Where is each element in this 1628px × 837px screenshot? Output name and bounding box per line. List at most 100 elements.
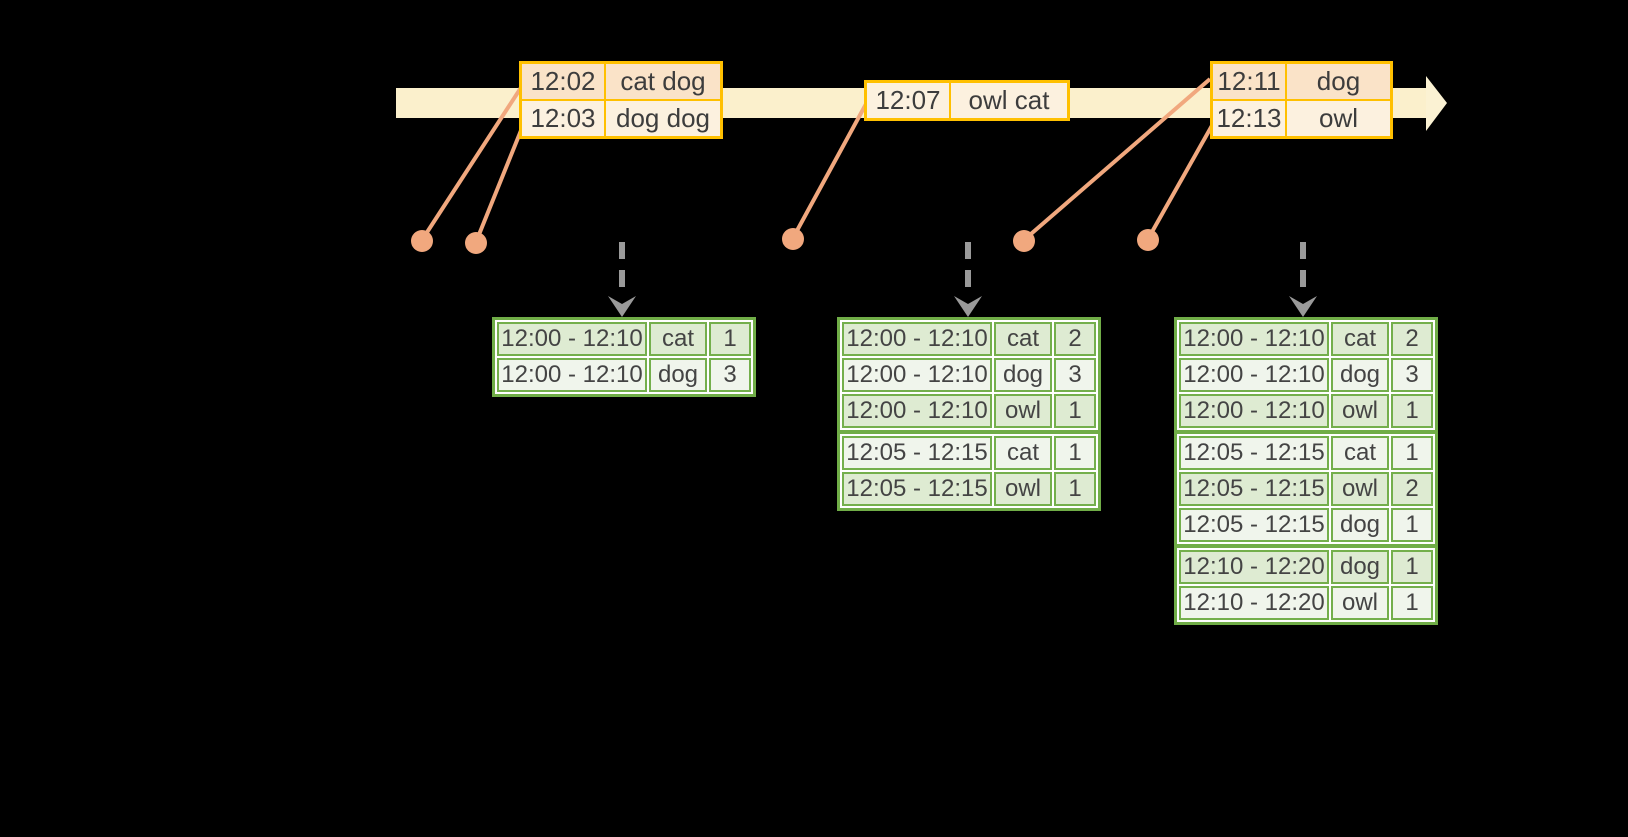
window-cell: 12:05 - 12:15 [842, 436, 992, 470]
trigger-arrowhead-icon [1289, 296, 1317, 317]
window-cell: 12:00 - 12:10 [1179, 394, 1329, 428]
table-row: 12:05 - 12:15 cat 1 [842, 436, 1096, 470]
table-row: 12:00 - 12:10 owl 1 [842, 394, 1096, 428]
count-cell: 3 [709, 358, 751, 392]
input-table-3: 12:11 dog 12:13 owl [1210, 61, 1393, 139]
event-time: 12:07 [865, 81, 951, 120]
window-cell: 12:00 - 12:10 [1179, 358, 1329, 392]
table-row: 12:02 cat dog [520, 62, 722, 101]
connector-line [791, 103, 868, 239]
table-row: 12:13 owl [1211, 99, 1392, 138]
event-words: dog [1285, 62, 1392, 101]
word-cell: cat [1331, 322, 1389, 356]
event-dot [1013, 230, 1035, 252]
count-cell: 1 [1054, 472, 1096, 506]
table-row: 12:11 dog [1211, 62, 1392, 101]
word-cell: owl [1331, 586, 1389, 620]
count-cell: 1 [1391, 550, 1433, 584]
window-cell: 12:10 - 12:20 [1179, 550, 1329, 584]
event-time: 12:13 [1211, 99, 1287, 138]
table-row: 12:00 - 12:10 dog 3 [842, 358, 1096, 392]
event-dot [411, 230, 433, 252]
trigger-arrowheads [608, 296, 1317, 317]
table-row: 12:10 - 12:20 dog 1 [1179, 550, 1433, 584]
event-words: owl cat [949, 81, 1069, 120]
result-table-3: 12:00 - 12:10 cat 2 12:00 - 12:10 dog 3 … [1174, 317, 1438, 625]
window-cell: 12:05 - 12:15 [1179, 472, 1329, 506]
count-cell: 1 [1054, 436, 1096, 470]
table-row: 12:03 dog dog [520, 99, 722, 138]
table-row: 12:05 - 12:15 dog 1 [1179, 508, 1433, 542]
table-row: 12:00 - 12:10 dog 3 [1179, 358, 1433, 392]
window-group-separator [840, 430, 1098, 434]
word-cell: cat [994, 322, 1052, 356]
table-row: 12:05 - 12:15 cat 1 [1179, 436, 1433, 470]
event-time: 12:11 [1211, 62, 1287, 101]
count-cell: 1 [1391, 436, 1433, 470]
window-cell: 12:00 - 12:10 [497, 358, 647, 392]
table-row: 12:00 - 12:10 cat 1 [497, 322, 751, 356]
trigger-arrows [619, 242, 1306, 297]
count-cell: 1 [1391, 586, 1433, 620]
word-cell: dog [1331, 550, 1389, 584]
table-row: 12:00 - 12:10 owl 1 [1179, 394, 1433, 428]
connector-line [1022, 77, 1212, 242]
input-table-1: 12:02 cat dog 12:03 dog dog [519, 61, 723, 139]
count-cell: 2 [1391, 472, 1433, 506]
word-cell: dog [1331, 358, 1389, 392]
window-cell: 12:00 - 12:10 [497, 322, 647, 356]
count-cell: 1 [1054, 394, 1096, 428]
window-cell: 12:00 - 12:10 [1179, 322, 1329, 356]
table-row: 12:00 - 12:10 cat 2 [1179, 322, 1433, 356]
event-dots [411, 228, 1159, 254]
event-dot [465, 232, 487, 254]
count-cell: 1 [1391, 394, 1433, 428]
result-table-2: 12:00 - 12:10 cat 2 12:00 - 12:10 dog 3 … [837, 317, 1101, 511]
table-row: 12:10 - 12:20 owl 1 [1179, 586, 1433, 620]
window-cell: 12:05 - 12:15 [1179, 508, 1329, 542]
word-cell: cat [649, 322, 707, 356]
table-row: 12:07 owl cat [865, 81, 1069, 120]
event-time: 12:03 [520, 99, 606, 138]
table-row: 12:00 - 12:10 dog 3 [497, 358, 751, 392]
event-words: cat dog [604, 62, 722, 101]
word-cell: dog [1331, 508, 1389, 542]
connector-line [420, 81, 526, 242]
window-cell: 12:00 - 12:10 [842, 358, 992, 392]
event-time: 12:02 [520, 62, 606, 101]
word-cell: dog [649, 358, 707, 392]
window-cell: 12:05 - 12:15 [842, 472, 992, 506]
event-dot [1137, 229, 1159, 251]
count-cell: 2 [1391, 322, 1433, 356]
count-cell: 1 [1391, 508, 1433, 542]
connector-line [474, 122, 526, 243]
window-group-separator [1177, 430, 1435, 434]
table-row: 12:05 - 12:15 owl 2 [1179, 472, 1433, 506]
event-connector-lines [420, 77, 1216, 243]
event-dot [782, 228, 804, 250]
word-cell: owl [1331, 394, 1389, 428]
event-words: owl [1285, 99, 1392, 138]
window-cell: 12:05 - 12:15 [1179, 436, 1329, 470]
word-cell: owl [1331, 472, 1389, 506]
connector-line [1146, 121, 1216, 240]
count-cell: 3 [1391, 358, 1433, 392]
table-row: 12:00 - 12:10 cat 2 [842, 322, 1096, 356]
window-cell: 12:10 - 12:20 [1179, 586, 1329, 620]
window-cell: 12:00 - 12:10 [842, 394, 992, 428]
count-cell: 1 [709, 322, 751, 356]
trigger-arrowhead-icon [954, 296, 982, 317]
timeline-arrowhead-icon [1426, 76, 1447, 131]
word-cell: cat [1331, 436, 1389, 470]
window-cell: 12:00 - 12:10 [842, 322, 992, 356]
window-group-separator [1177, 544, 1435, 548]
word-cell: owl [994, 472, 1052, 506]
trigger-arrowhead-icon [608, 296, 636, 317]
word-cell: dog [994, 358, 1052, 392]
count-cell: 3 [1054, 358, 1096, 392]
count-cell: 2 [1054, 322, 1096, 356]
word-cell: owl [994, 394, 1052, 428]
word-cell: cat [994, 436, 1052, 470]
result-table-1: 12:00 - 12:10 cat 1 12:00 - 12:10 dog 3 [492, 317, 756, 397]
